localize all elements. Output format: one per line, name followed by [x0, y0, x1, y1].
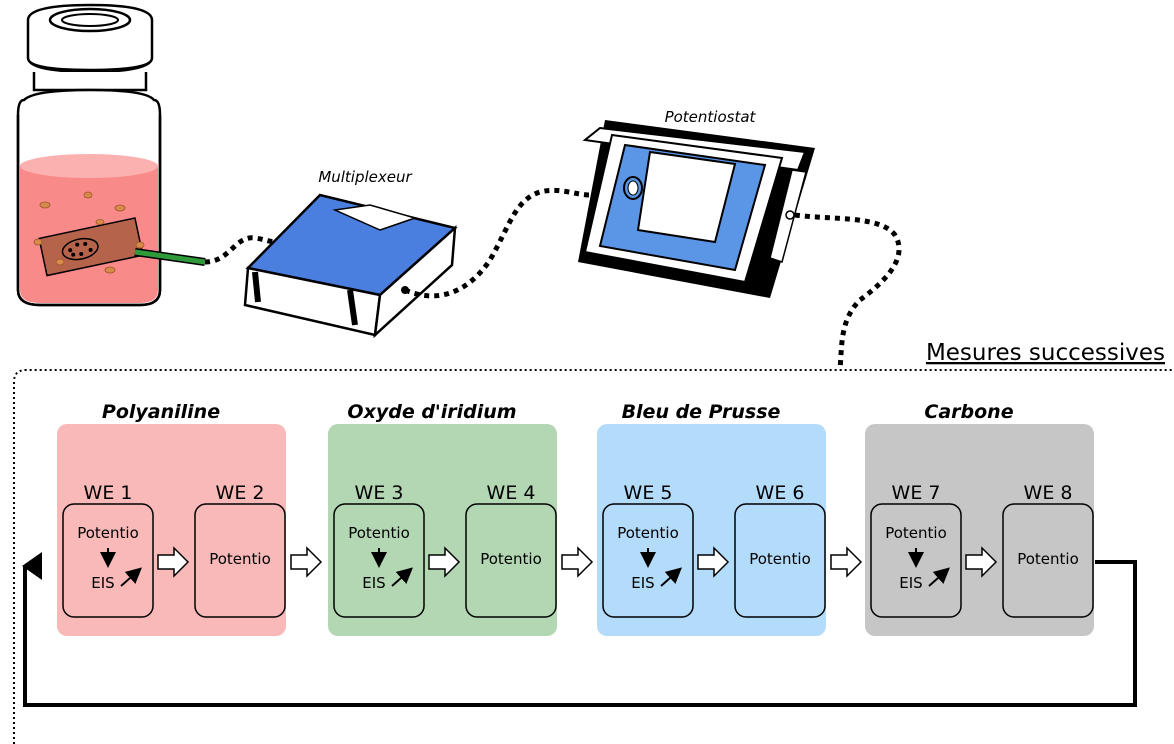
measurement-loop-frame: [13, 369, 1174, 744]
diagonal-arrow: [660, 567, 682, 587]
group-title: Bleu de Prusse: [622, 401, 781, 423]
return-loop-line: [23, 560, 1137, 707]
step-label: Potentio: [885, 524, 947, 542]
group-transition-arrow: [290, 546, 323, 578]
potentiostat-label: Potentiostat: [665, 108, 757, 126]
diagonal-arrow: [928, 567, 950, 587]
step-label: Potentio: [480, 550, 542, 568]
electrode-label: WE 8: [1024, 482, 1073, 504]
step-label: Potentio: [617, 524, 679, 542]
group-title: Polyaniline: [102, 401, 220, 423]
electrode-label: WE 1: [84, 482, 133, 504]
electrode-label: WE 7: [892, 482, 941, 504]
step-label: Potentio: [1017, 550, 1079, 568]
cable-potentiostat-to-loop: [794, 212, 902, 371]
electrode-step-box: [194, 503, 286, 618]
step-label: EIS: [899, 574, 922, 592]
multiplexer-label: Multiplexeur: [318, 168, 412, 186]
electrode-step-box: [870, 503, 962, 618]
step-label: EIS: [91, 574, 114, 592]
diagonal-arrow: [120, 567, 142, 587]
electrode-label: WE 6: [756, 482, 805, 504]
electrode-label: WE 5: [624, 482, 673, 504]
return-loop-arrowhead: [22, 552, 42, 580]
potentiostat-illustration: [578, 120, 815, 298]
group-title: Carbone: [924, 401, 1013, 423]
step-label: Potentio: [209, 550, 271, 568]
electrode-step-box: [602, 503, 694, 618]
group-panel: [57, 424, 286, 636]
electrode-label: WE 4: [487, 482, 536, 504]
step-arrow: [697, 546, 730, 578]
multiplexer-illustration: [243, 193, 458, 339]
group-title: Oxyde d'iridium: [347, 401, 516, 423]
step-label: EIS: [631, 574, 654, 592]
electrode-label: WE 3: [355, 482, 404, 504]
step-label: Potentio: [348, 524, 410, 542]
electrode-step-box: [62, 503, 154, 618]
step-label: Potentio: [749, 550, 811, 568]
group-panel: [597, 424, 826, 636]
group-panel: [328, 424, 557, 636]
electrode-step-box: [465, 503, 557, 618]
electrode-step-box: [734, 503, 826, 618]
electrode-step-box: [1002, 503, 1094, 618]
step-arrow: [965, 546, 998, 578]
electrode-step-box: [333, 503, 425, 618]
diagonal-arrow: [391, 567, 413, 587]
cable-multiplexer-to-potentiostat: [404, 187, 591, 299]
sample-jar-illustration: [16, 3, 206, 307]
group-transition-arrow: [830, 546, 863, 578]
loop-title: Mesures successives: [926, 340, 1165, 366]
group-panel: [865, 424, 1094, 636]
step-label: EIS: [362, 574, 385, 592]
group-transition-arrow: [561, 546, 594, 578]
step-arrow: [157, 546, 190, 578]
electrode-label: WE 2: [216, 482, 265, 504]
step-arrow: [428, 546, 461, 578]
step-label: Potentio: [77, 524, 139, 542]
